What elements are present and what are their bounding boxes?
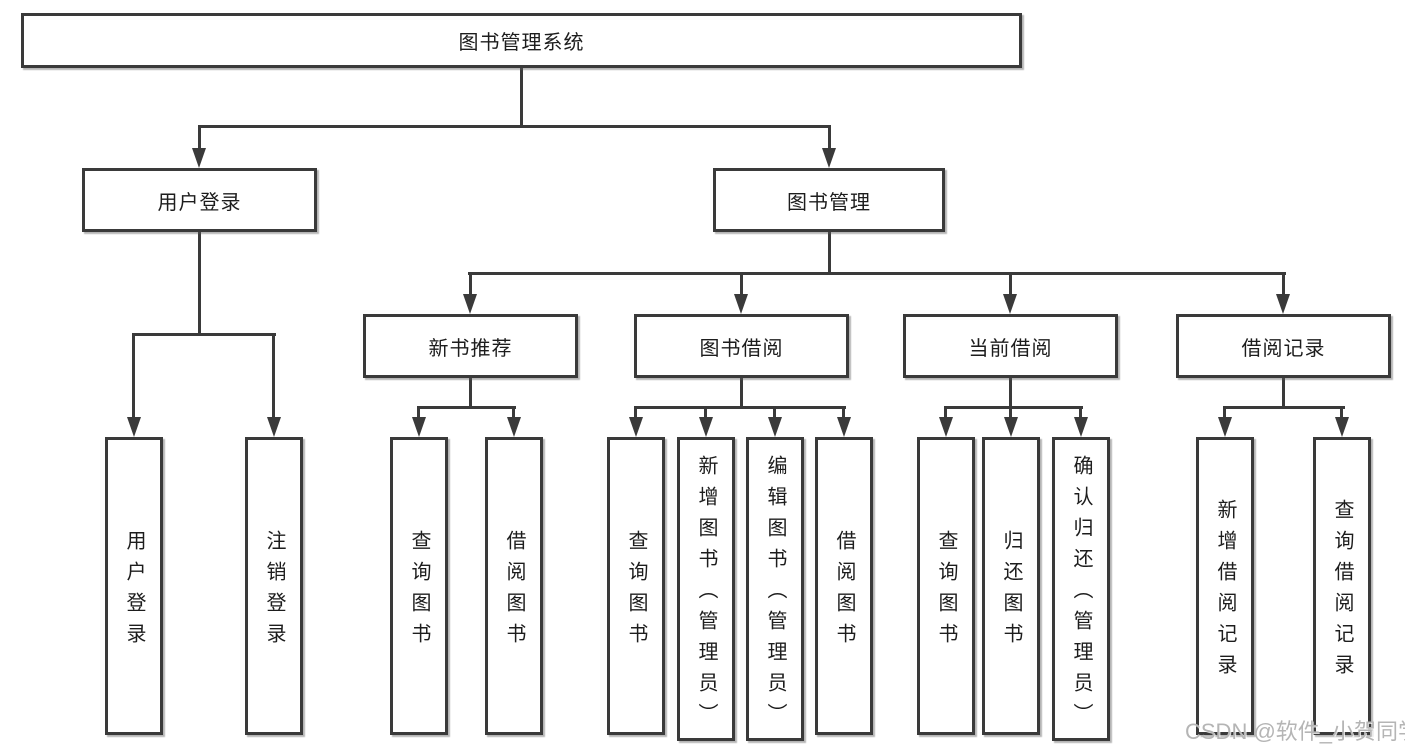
connector-line (512, 406, 515, 419)
arrowhead-icon (1003, 294, 1017, 314)
arrowhead-icon (192, 148, 206, 168)
arrowhead-icon (1004, 417, 1018, 437)
arrowhead-icon (412, 417, 426, 437)
arrowhead-icon (629, 417, 643, 437)
connector-line (1009, 406, 1012, 419)
leaf-borrow-books: 借阅图书 (815, 437, 873, 735)
node-borrow-records: 借阅记录 (1176, 314, 1391, 378)
arrowhead-icon (267, 417, 281, 437)
node-label: 借阅记录 (1241, 337, 1326, 360)
node-label: 用户登录 (123, 529, 145, 654)
leaf-add-borrow-record: 新增借阅记录 (1196, 437, 1254, 735)
leaf-query-borrow-record: 查询借阅记录 (1313, 437, 1371, 735)
leaf-user-login: 用户登录 (105, 437, 163, 735)
node-new-book-recommend: 新书推荐 (363, 314, 578, 378)
connector-line (198, 125, 831, 128)
arrowhead-icon (1335, 417, 1349, 437)
connector-line (469, 378, 472, 409)
leaf-logout: 注销登录 (245, 437, 303, 735)
leaf-edit-books-admin: 编辑图书（管理员） (746, 437, 804, 741)
node-label: 图书管理系统 (458, 32, 585, 54)
node-label: 新增图书（管理员） (695, 455, 717, 734)
connector-line (1282, 272, 1285, 296)
arrowhead-icon (507, 417, 521, 437)
node-label: 图书借阅 (699, 337, 784, 360)
connector-line (468, 272, 1286, 275)
leaf-borrow-books: 借阅图书 (485, 437, 543, 735)
connector-line (1223, 406, 1345, 409)
arrowhead-icon (734, 294, 748, 314)
connector-line (773, 406, 776, 419)
arrowhead-icon (1074, 417, 1088, 437)
connector-line (944, 406, 947, 419)
node-current-borrow: 当前借阅 (903, 314, 1118, 378)
node-label: 新增借阅记录 (1214, 498, 1236, 685)
node-label: 查询图书 (408, 529, 430, 654)
connector-line (740, 378, 743, 409)
node-label: 查询图书 (625, 529, 647, 654)
node-label: 查询借阅记录 (1331, 498, 1353, 685)
arrowhead-icon (768, 417, 782, 437)
node-label: 归还图书 (1000, 529, 1022, 654)
watermark-text: CSDN @软件_小贺同学 (1185, 719, 1405, 744)
leaf-return-books: 归还图书 (982, 437, 1040, 735)
connector-line (842, 406, 845, 419)
arrowhead-icon (939, 417, 953, 437)
leaf-confirm-return-admin: 确认归还（管理员） (1052, 437, 1110, 741)
connector-line (132, 333, 276, 336)
connector-line (1009, 378, 1012, 409)
connector-line (1079, 406, 1082, 419)
arrowhead-icon (699, 417, 713, 437)
connector-line (1340, 406, 1343, 419)
node-book-mgmt: 图书管理 (713, 168, 945, 232)
node-label: 当前借阅 (968, 337, 1053, 360)
node-user-login: 用户登录 (82, 168, 317, 232)
leaf-add-books-admin: 新增图书（管理员） (677, 437, 735, 741)
node-label: 新书推荐 (428, 337, 513, 360)
node-label: 用户登录 (157, 191, 242, 214)
node-label: 注销登录 (263, 529, 285, 654)
connector-line (1282, 378, 1285, 409)
connector-line (634, 406, 846, 409)
connector-line (272, 333, 275, 419)
connector-line (634, 406, 637, 419)
arrowhead-icon (1276, 294, 1290, 314)
node-label: 编辑图书（管理员） (764, 455, 786, 734)
connector-line (132, 333, 135, 419)
node-label: 借阅图书 (503, 529, 525, 654)
connector-line (198, 232, 201, 336)
leaf-query-books: 查询图书 (390, 437, 448, 735)
connector-line (828, 232, 831, 274)
connector-line (828, 125, 831, 152)
leaf-query-books: 查询图书 (917, 437, 975, 735)
node-book-borrow: 图书借阅 (634, 314, 849, 378)
connector-line (1009, 272, 1012, 296)
node-root: 图书管理系统 (21, 13, 1022, 68)
connector-line (469, 272, 472, 296)
arrowhead-icon (822, 148, 836, 168)
connector-line (740, 272, 743, 296)
leaf-query-books: 查询图书 (607, 437, 665, 735)
arrowhead-icon (463, 294, 477, 314)
node-label: 图书管理 (787, 191, 871, 214)
node-label: 查询图书 (935, 529, 957, 654)
connector-line (704, 406, 707, 419)
connector-line (417, 406, 516, 409)
connector-line (417, 406, 420, 419)
arrowhead-icon (127, 417, 141, 437)
node-label: 确认归还（管理员） (1070, 455, 1092, 734)
arrowhead-icon (837, 417, 851, 437)
connector-line (520, 68, 523, 128)
connector-line (1223, 406, 1226, 419)
node-label: 借阅图书 (833, 529, 855, 654)
arrowhead-icon (1218, 417, 1232, 437)
connector-line (944, 406, 1083, 409)
connector-line (198, 125, 201, 152)
